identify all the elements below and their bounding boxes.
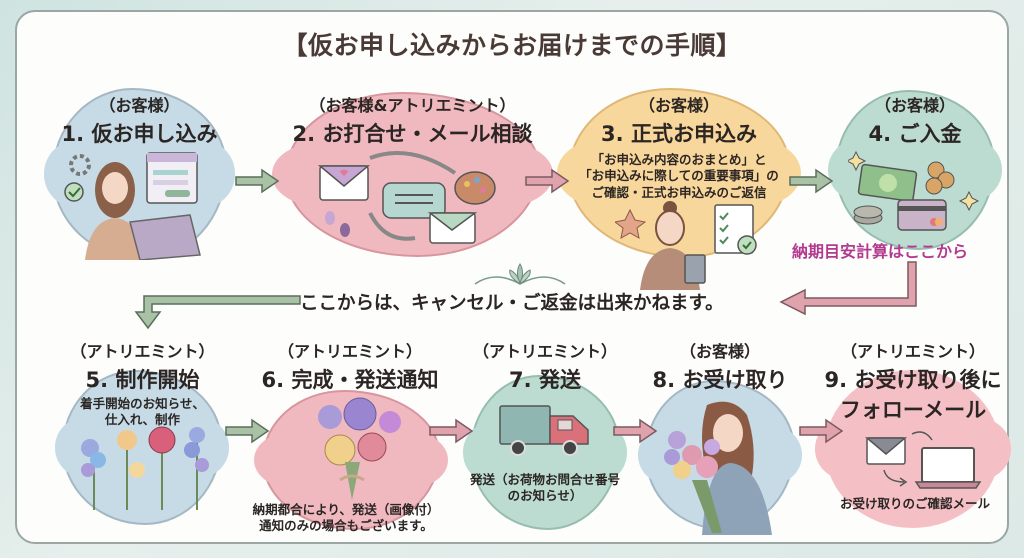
step-5: （アトリエミント） 5. 制作開始 着手開始のお知らせ、 仕入れ、制作: [50, 338, 235, 429]
step-8-role: （お客様）: [679, 342, 760, 361]
page-title: 【仮お申し込みからお届けまでの手順】: [282, 31, 742, 60]
delivery-truck-icon: [499, 405, 589, 456]
step-6-note: 納期都合により、発送（画像付） 通知のみの場合もございます。: [252, 502, 440, 534]
step-2-role: （お客様&アトリエミント）: [309, 96, 516, 115]
step-1-heading: 1. 仮お申し込み: [61, 122, 218, 146]
arrow-3-to-4: [789, 168, 834, 194]
step-6: （アトリエミント） 6. 完成・発送通知: [250, 338, 450, 394]
flowers-icon: [81, 426, 209, 510]
step-8: （お客様） 8. お受け取り: [635, 338, 805, 394]
step-2-heading: 2. お打合せ・メール相談: [292, 122, 533, 146]
step-7-heading: 7. 発送: [509, 368, 581, 392]
step-6-heading: 6. 完成・発送通知: [261, 368, 439, 392]
step-9-heading-line-2: フォローメール: [839, 398, 987, 422]
arrow-to-step-5: [134, 295, 301, 330]
woman-laptop-icon: [64, 152, 201, 260]
step-3-heading: 3. 正式お申込み: [601, 122, 757, 146]
step-1: （お客様） 1. 仮お申し込み: [52, 92, 227, 148]
woman-holding-bouquet-icon: [664, 401, 772, 535]
arrow-7-to-8: [613, 418, 658, 444]
arrow-1-to-2: [235, 168, 280, 194]
step-2: （お客様&アトリエミント） 2. お打合せ・メール相談: [280, 92, 545, 148]
step-7-note: 発送（お荷物お問合せ番号 のお知らせ）: [469, 472, 620, 504]
step-5-heading: 5. 制作開始: [85, 368, 200, 392]
arrow-5-to-6: [225, 418, 270, 444]
arrow-4-to-row2: [779, 261, 917, 316]
step-9-note: お受け取りのご確認メール: [839, 496, 990, 511]
step-3-role: （お客様）: [638, 96, 719, 115]
arrow-2-to-3: [525, 168, 570, 194]
bouquet-icon: [318, 397, 401, 500]
step-5-role: （アトリエミント）: [70, 342, 215, 361]
due-date-note: 納期目安計算はここから: [792, 242, 969, 261]
step-7-role: （アトリエミント）: [472, 342, 617, 361]
step-9: （アトリエミント） 9. お受け取り後に フォローメール: [818, 338, 1008, 424]
step-6-role: （アトリエミント）: [277, 342, 422, 361]
arrow-6-to-7: [429, 418, 474, 444]
woman-tablet-checklist-icon: [615, 201, 757, 290]
step-9-heading-line-1: 9. お受け取り後に: [824, 368, 1002, 392]
step-7: （アトリエミント） 7. 発送: [455, 338, 635, 394]
step-8-heading: 8. お受け取り: [652, 368, 788, 392]
step-9-role: （アトリエミント）: [840, 342, 985, 361]
step-7-cloud: [463, 375, 627, 530]
money-coins-card-icon: [848, 150, 980, 231]
mail-to-laptop-icon: [864, 431, 982, 489]
step-1-role: （お客様）: [99, 96, 180, 115]
envelopes-chat-palette-icon: [317, 151, 496, 244]
step-3: （お客様） 3. 正式お申込み 「お申込み内容のおまとめ」と 「お申込みに際して…: [565, 92, 793, 201]
flourish-ornament-icon: [474, 263, 566, 285]
step-4: （お客様） 4. ご入金: [835, 92, 995, 148]
step-5-description: 着手開始のお知らせ、 仕入れ、制作: [80, 396, 205, 428]
step-4-heading: 4. ご入金: [868, 122, 962, 146]
cancel-notice: ここからは、キャンセル・ご返金は出来かねます。: [300, 293, 724, 314]
arrow-8-to-9: [799, 418, 844, 444]
step-3-description: 「お申込み内容のおまとめ」と 「お申込みに際しての重要事項」の ご確認・正式お申…: [579, 152, 779, 200]
step-4-role: （お客様）: [874, 96, 955, 115]
